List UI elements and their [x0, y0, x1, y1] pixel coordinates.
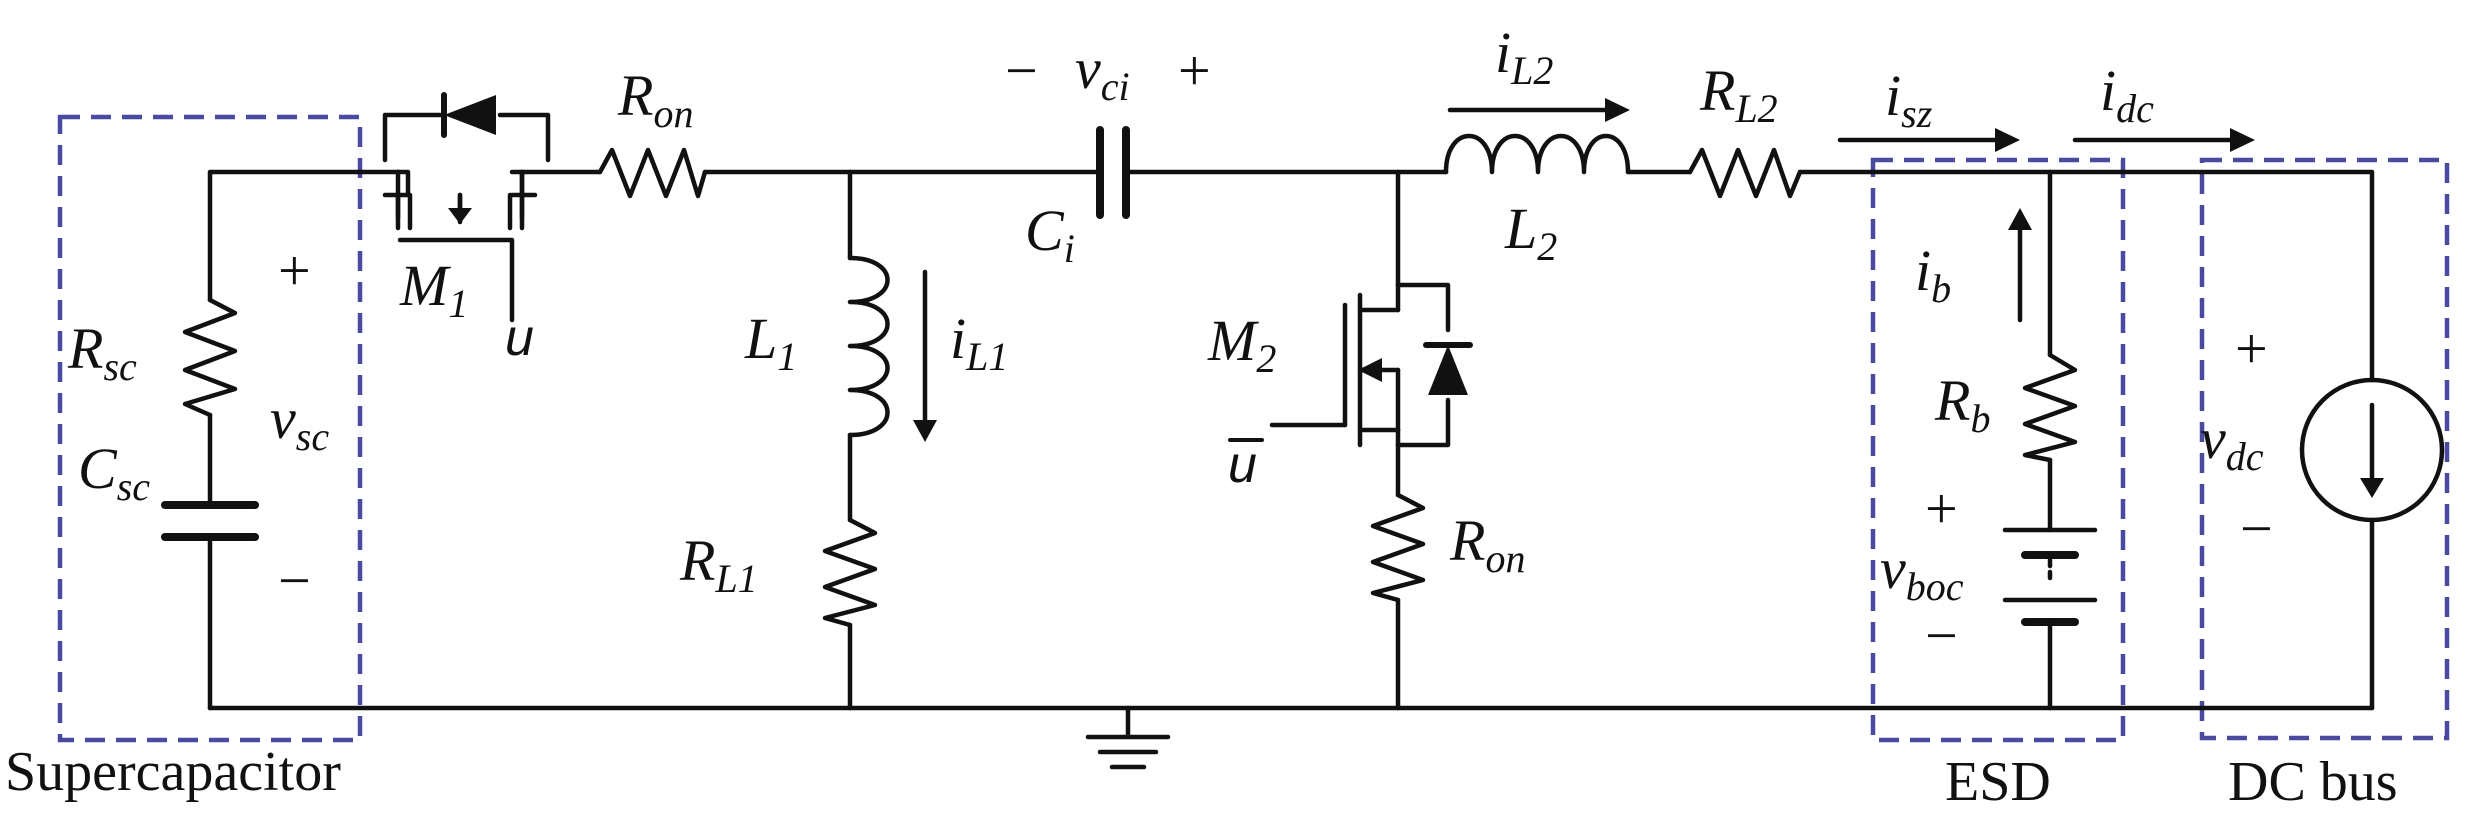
sign-minus-boc: −	[1925, 603, 1958, 668]
dc-current-source	[2299, 377, 2445, 523]
label-m2: M2	[1207, 308, 1276, 381]
r-l2-resistor	[1687, 147, 1803, 199]
label-r-b: Rb	[1934, 368, 1990, 441]
ci-capacitor	[1096, 126, 1130, 219]
label-r-on-top: Ron	[617, 63, 693, 136]
label-r-l1: RL1	[679, 528, 758, 601]
sign-plus-sc: +	[278, 238, 311, 303]
label-v-dc: vdc	[2200, 406, 2264, 479]
i-b-arrow	[2008, 208, 2032, 323]
r-l1-resistor	[822, 517, 878, 628]
i-l2-arrow	[1447, 98, 1630, 122]
m2-mosfet	[1269, 282, 1473, 448]
label-i-sz: isz	[1885, 63, 1933, 136]
label-l2: L2	[1504, 196, 1557, 269]
label-v-sc: vsc	[270, 386, 329, 459]
wiring	[207, 169, 2375, 711]
label-v-ci: vci	[1075, 36, 1130, 109]
label-i-b: ib	[1915, 238, 1951, 311]
label-c-i: Ci	[1025, 198, 1075, 271]
label-l1: L1	[744, 306, 797, 379]
label-u-bar: u	[1228, 436, 1257, 494]
ground-icon	[1085, 705, 1171, 770]
label-c-sc: Csc	[78, 436, 150, 509]
label-r-sc: Rsc	[67, 316, 137, 389]
label-v-boc: vboc	[1880, 536, 1964, 609]
caption-supercapacitor: Supercapacitor	[5, 741, 341, 803]
r-on-bottom-resistor	[1370, 492, 1426, 603]
sign-minus-sc: −	[278, 548, 311, 613]
label-i-l1: iL1	[950, 306, 1008, 379]
label-i-l2: iL2	[1495, 20, 1553, 93]
sign-plus-dc: +	[2235, 316, 2268, 381]
label-r-on-bottom: Ron	[1449, 508, 1525, 581]
caption-esd: ESD	[1945, 751, 2051, 813]
caption-dc-bus: DC bus	[2228, 751, 2398, 813]
r-on-top-resistor	[597, 147, 708, 199]
supercapacitor-region-box	[57, 114, 363, 743]
c-sc-capacitor	[161, 501, 259, 541]
dcbus-region-box	[2199, 157, 2450, 741]
sign-plus-boc: +	[1925, 476, 1958, 541]
i-dc-arrow	[2072, 128, 2255, 152]
l2-inductor	[1443, 133, 1631, 175]
battery-cell	[2002, 527, 2098, 643]
sign-plus-ci: +	[1178, 38, 1211, 103]
label-i-dc: idc	[2100, 58, 2154, 131]
i-sz-arrow	[1837, 128, 2020, 152]
r-sc-resistor	[182, 297, 238, 418]
r-b-resistor	[2022, 352, 2078, 463]
i-l1-arrow	[913, 269, 937, 442]
m1-mosfet	[382, 92, 551, 323]
esd-region-box	[1870, 157, 2126, 743]
sign-minus-ci: −	[1005, 38, 1038, 103]
label-u: u	[505, 309, 534, 367]
sign-minus-dc: −	[2240, 496, 2273, 561]
label-m1: M1	[399, 253, 468, 326]
label-r-l2: RL2	[1699, 58, 1778, 131]
l1-inductor	[847, 255, 890, 438]
